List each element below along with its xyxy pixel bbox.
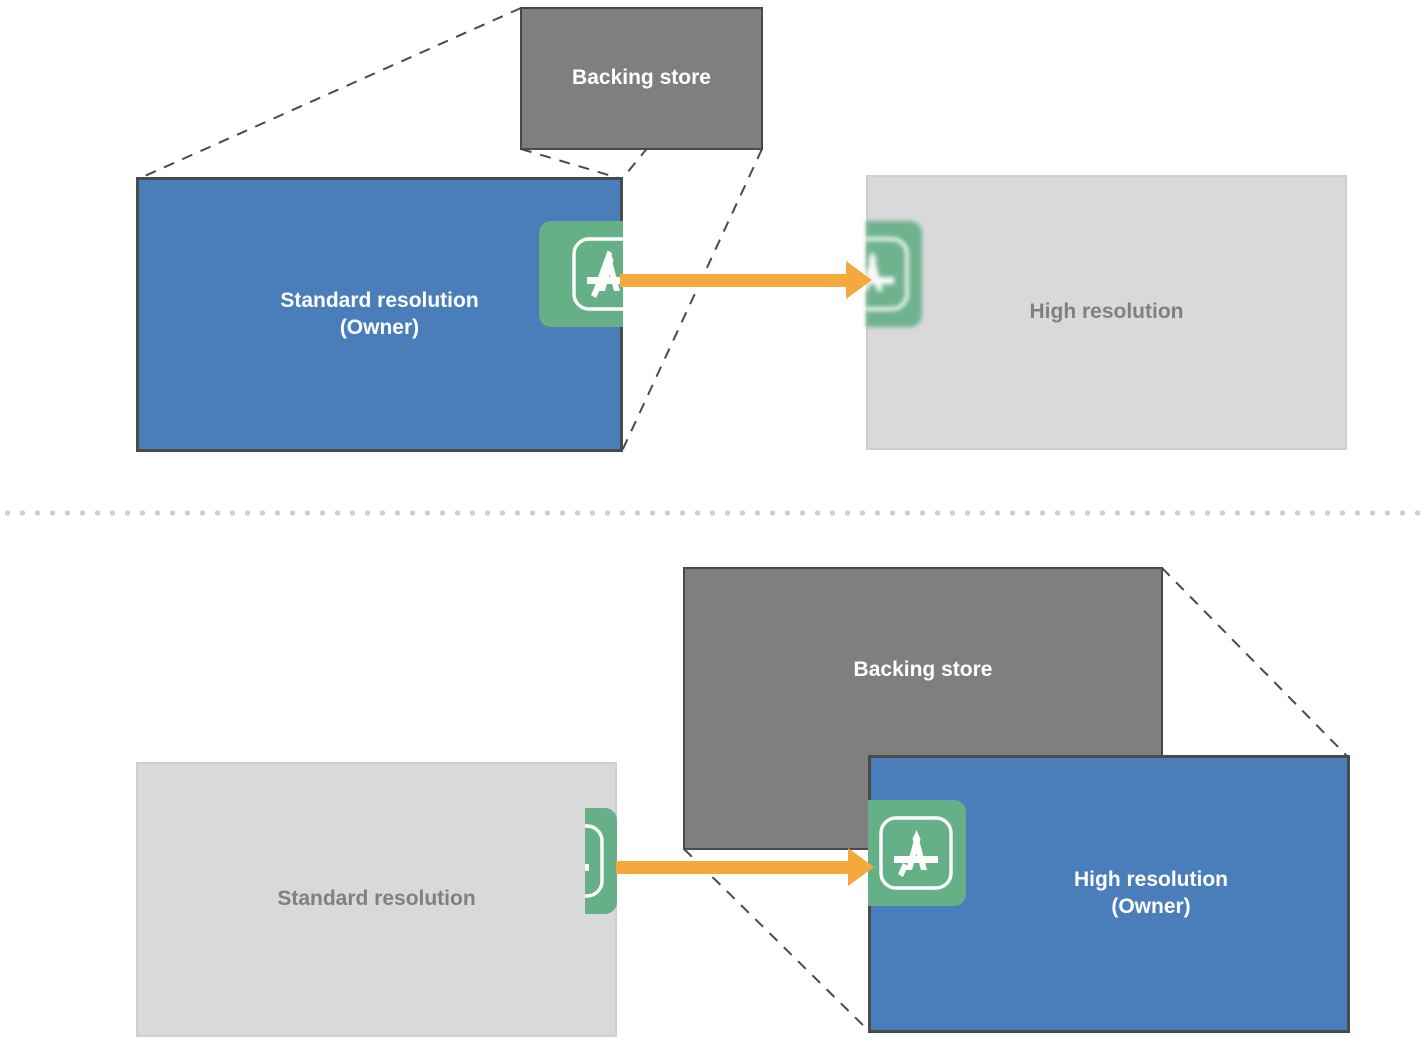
top-high-resolution-label: High resolution bbox=[1029, 300, 1184, 324]
top-standard-resolution-label: Standard resolution (Owner) bbox=[280, 288, 479, 339]
top-scale-arrow-shaft bbox=[620, 274, 846, 287]
projection-line-bottom-left bbox=[520, 148, 623, 180]
bottom-scale-arrow-shaft bbox=[616, 861, 848, 874]
top-scale-arrow-head bbox=[846, 261, 872, 299]
bottom-standard-resolution-surface: Standard resolution bbox=[136, 762, 617, 1037]
top-backing-store: Backing store bbox=[520, 7, 763, 150]
bottom-standard-resolution-label: Standard resolution bbox=[277, 887, 476, 911]
top-app-store-icon-blurry bbox=[866, 221, 922, 327]
bottom-scale-arrow-head bbox=[848, 848, 874, 886]
bottom-app-store-icon-sharp bbox=[868, 800, 966, 906]
bottom-backing-store-label: Backing store bbox=[853, 658, 993, 682]
projection-line-bottom-scenario-right bbox=[1161, 567, 1349, 758]
projection-line-top-left bbox=[137, 7, 522, 180]
top-app-store-icon-sharp bbox=[539, 221, 623, 327]
top-scale-arrow bbox=[620, 261, 872, 299]
bottom-scale-arrow bbox=[616, 848, 874, 886]
dotted-divider bbox=[0, 509, 1428, 517]
bottom-app-store-icon-clipped bbox=[585, 808, 617, 914]
top-backing-store-label: Backing store bbox=[572, 66, 711, 90]
projection-line-bottom-right bbox=[621, 148, 763, 452]
top-high-resolution-surface: High resolution bbox=[866, 175, 1347, 450]
bottom-high-resolution-label: High resolution (Owner) bbox=[1074, 868, 1228, 918]
